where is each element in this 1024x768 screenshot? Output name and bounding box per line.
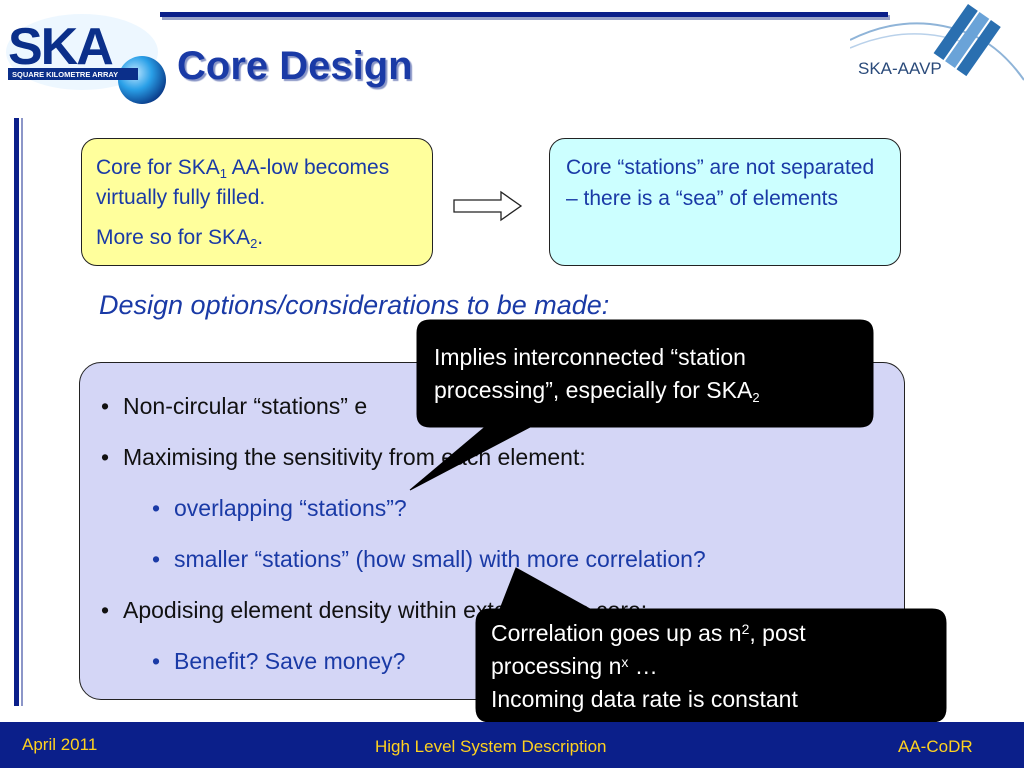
footer-doc-id: AA-CoDR bbox=[898, 737, 973, 756]
footer-bar: April 2011 High Level System Description… bbox=[0, 722, 1024, 768]
subscript: 2 bbox=[752, 390, 760, 405]
ska-aavp-logo-text: SKA-AAVP bbox=[858, 59, 942, 78]
core-filled-line-2: More so for SKA2. bbox=[96, 223, 418, 253]
page-title: Core Design bbox=[177, 44, 413, 88]
core-filled-line-1: Core for SKA1 AA-low becomes virtually f… bbox=[96, 153, 418, 213]
text-fragment: , post bbox=[749, 620, 806, 646]
text-fragment: … bbox=[628, 653, 658, 679]
bullet-icon: • bbox=[152, 495, 161, 521]
core-stations-text: Core “stations” are not separated – ther… bbox=[566, 156, 875, 210]
callout-line: Implies interconnected “station bbox=[434, 344, 746, 370]
ska-logo-subtext: SQUARE KILOMETRE ARRAY bbox=[12, 70, 118, 79]
bullet-icon: • bbox=[152, 648, 161, 674]
right-arrow-icon bbox=[453, 190, 523, 222]
bullet-text: Benefit? Save money? bbox=[174, 648, 406, 674]
sub-bullet-item: • smaller “stations” (how small) with mor… bbox=[152, 546, 706, 573]
bullet-item: • Maximising the sensitivity from each el… bbox=[101, 444, 586, 471]
text-fragment: More so for SKA bbox=[96, 226, 251, 249]
bullet-icon: • bbox=[101, 444, 110, 470]
core-filled-box: Core for SKA1 AA-low becomes virtually f… bbox=[81, 138, 433, 266]
bullet-text: overlapping “stations”? bbox=[174, 495, 407, 521]
bullet-text: Maximising the sensitivity from each ele… bbox=[123, 444, 586, 470]
header-rule bbox=[160, 12, 888, 17]
bullet-icon: • bbox=[152, 546, 161, 572]
text-fragment: processing n bbox=[491, 653, 622, 679]
footer-title: High Level System Description bbox=[375, 737, 607, 756]
subscript: 2 bbox=[250, 236, 258, 251]
callout-line: Incoming data rate is constant bbox=[491, 686, 798, 712]
callout-bottom-text: Correlation goes up as n2, post processi… bbox=[491, 617, 806, 716]
text-fragment: AA-low becomes virtually fully filled. bbox=[96, 156, 390, 209]
sub-bullet-item: • Benefit? Save money? bbox=[152, 648, 405, 675]
ska-aavp-logo: SKA-AAVP bbox=[850, 4, 1024, 81]
bullet-text: Non-circular “stations” e bbox=[123, 393, 368, 419]
bullet-item: • Non-circular “stations” e bbox=[101, 393, 367, 420]
left-accent-bar bbox=[14, 118, 19, 706]
text-fragment: Core for SKA bbox=[96, 156, 220, 179]
left-accent-bar-shadow bbox=[21, 118, 23, 706]
superscript: 2 bbox=[741, 621, 750, 637]
bullet-text: smaller “stations” (how small) with more… bbox=[174, 546, 706, 572]
callout-line: Correlation goes up as n2, post bbox=[491, 617, 806, 650]
superscript: x bbox=[621, 654, 629, 670]
ska-logo: SKA SQUARE KILOMETRE ARRAY bbox=[6, 14, 166, 104]
subscript: 1 bbox=[219, 166, 227, 181]
callout-top-text: Implies interconnected “station processi… bbox=[434, 341, 760, 407]
sub-bullet-item: • overlapping “stations”? bbox=[152, 495, 407, 522]
ska-logo-text: SKA bbox=[8, 18, 113, 76]
bullet-icon: • bbox=[101, 597, 110, 623]
text-fragment: Correlation goes up as n bbox=[491, 620, 742, 646]
callout-line: processing”, especially for SKA2 bbox=[434, 374, 760, 407]
text-fragment: . bbox=[257, 226, 264, 249]
section-subtitle: Design options/considerations to be made… bbox=[99, 290, 610, 320]
footer-date: April 2011 bbox=[22, 735, 98, 754]
core-stations-box: Core “stations” are not separated – ther… bbox=[549, 138, 901, 266]
callout-line: processing nx … bbox=[491, 650, 806, 683]
bullet-icon: • bbox=[101, 393, 110, 419]
text-fragment: processing”, especially for SKA bbox=[434, 377, 753, 403]
